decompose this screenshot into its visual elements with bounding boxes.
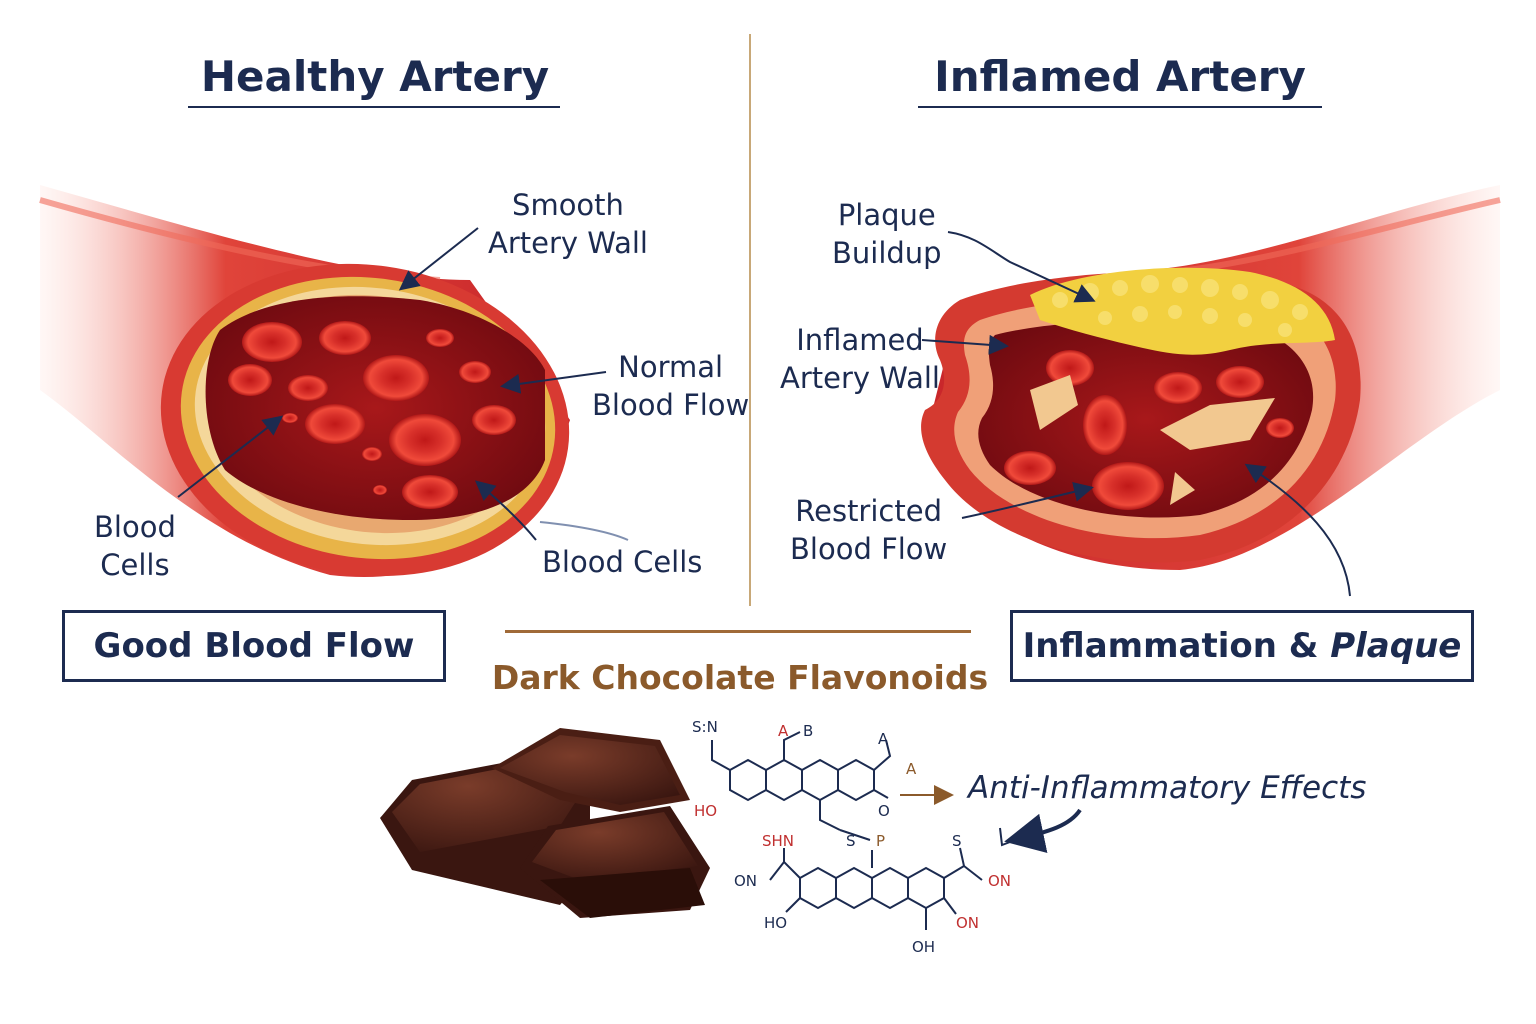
mol2-label-ho: HO (764, 914, 788, 932)
good-blood-flow-text: Good Blood Flow (93, 626, 415, 666)
mol2-label-oh: OH (912, 938, 936, 956)
mol2-label-on-left: ON (734, 872, 758, 890)
mol1-label-ho: HO (694, 802, 718, 820)
plaque-fragment (1160, 398, 1275, 450)
label-inflamed-artery-wall: Inflamed Artery Wall (780, 323, 940, 395)
plaque-text: Plaque (1330, 626, 1462, 666)
label-restricted-blood-flow: Restricted Blood Flow (790, 494, 948, 566)
inflamed-artery-illustration (921, 185, 1501, 570)
healthy-blood-cells (228, 321, 516, 509)
center-divider (749, 34, 751, 606)
label-blood-cells-right: Blood Cells (542, 545, 703, 579)
mol1-label-b: B (803, 722, 814, 740)
mol1-label-sn: S:N (692, 718, 718, 736)
mol2-label-s: S (952, 832, 962, 850)
mol1-label-a3: A (906, 760, 917, 778)
label-blood-cells-left: Blood Cells (94, 510, 176, 582)
label-plaque-buildup: Plaque Buildup (832, 198, 942, 270)
mol1-label-a: A (778, 722, 789, 740)
mol1-label-s: S (846, 832, 856, 850)
inflamed-title-underline (918, 106, 1322, 108)
mol2-label-on-right: ON (988, 872, 1012, 890)
inflammation-plaque-box: Inflammation & Plaque (1010, 610, 1474, 682)
healthy-pointers (177, 227, 607, 541)
mol2-label-shn: SHN (762, 832, 795, 850)
healthy-artery-illustration (39, 185, 629, 577)
mol1-label-o: O (878, 802, 890, 820)
label-smooth-artery-wall: Smooth Artery Wall (488, 188, 648, 260)
inflamed-pointers (921, 231, 1351, 597)
mol1-label-p: P (876, 832, 886, 850)
flavonoid-molecule-1 (711, 731, 892, 841)
inflamed-blood-cells (1004, 350, 1294, 510)
healthy-artery-title: Healthy Artery (200, 52, 550, 101)
label-normal-blood-flow: Normal Blood Flow (592, 350, 750, 422)
dark-chocolate-flavonoids-title: Dark Chocolate Flavonoids (491, 658, 989, 697)
flavonoid-molecule-2 (769, 847, 983, 930)
plaque-fragment (1030, 375, 1078, 430)
plaque-deposit (1030, 267, 1335, 355)
inflamed-artery-title: Inflamed Artery (934, 52, 1306, 101)
inflammation-text: Inflammation & (1022, 626, 1331, 666)
mol1-label-a2: A (878, 730, 889, 748)
mol2-label-on-bottom: ON (956, 914, 980, 932)
chocolate-pieces (380, 728, 710, 918)
good-blood-flow-box: Good Blood Flow (62, 610, 446, 682)
healthy-title-underline (188, 106, 560, 108)
chocolate-section-rule (505, 630, 971, 633)
anti-inflammatory-effects-label: Anti-Inflammatory Effects (968, 770, 1367, 806)
